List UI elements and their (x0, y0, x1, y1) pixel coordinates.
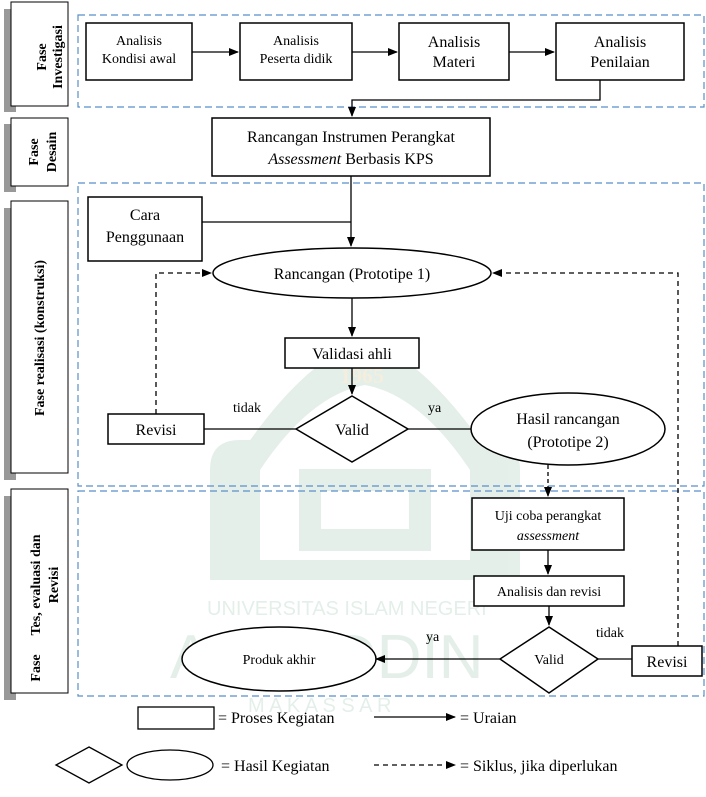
box-revisi-tes: Revisi (631, 645, 703, 677)
phase-realisasi-label: Fase realisasi (konstruksi) (33, 260, 48, 416)
phase-tes-line2: Revisi (47, 567, 62, 604)
phase-tes-prefix: Fase (29, 654, 44, 681)
label-tidak-tes: tidak (596, 626, 624, 641)
label-tidak-realisasi: tidak (233, 401, 261, 416)
frame-investigasi (77, 14, 705, 108)
legend-siklus-label: = Siklus, jika diperlukan (460, 758, 617, 775)
phase-tab-desain: Fase Desain (4, 117, 69, 192)
svg-text:Valid: Valid (335, 422, 369, 439)
frame-realisasi (77, 182, 705, 487)
box-uji-coba: Uji coba perangkat assessment (471, 497, 625, 551)
box-rancangan-instrumen: Rancangan Instrumen Perangkat Assessment… (211, 117, 491, 177)
svg-text:Produk akhir: Produk akhir (243, 653, 316, 668)
label-ya-realisasi: ya (428, 401, 442, 416)
svg-text:Rancangan Instrumen Perangkat: Rancangan Instrumen Perangkat (247, 129, 455, 146)
ellipse-rancangan-prototipe-1: Rancangan (Prototipe 1) (212, 247, 492, 299)
svg-text:Analisis: Analisis (428, 34, 480, 51)
label-ya-tes: ya (426, 630, 440, 645)
svg-text:Uji coba perangkat: Uji coba perangkat (495, 509, 602, 524)
svg-text:Penilaian: Penilaian (590, 54, 650, 71)
phase-tab-realisasi: Fase realisasi (konstruksi) (4, 200, 69, 480)
box-analisis-kondisi-awal: Analisis Kondisi awal (85, 22, 193, 81)
watermark-university: UNIVERSITAS ISLAM NEGERI (207, 598, 487, 620)
phase-investigasi-line1: Fase (35, 43, 50, 70)
box-analisis-penilaian: Analisis Penilaian (555, 22, 685, 81)
watermark-logo (210, 340, 520, 580)
diamond-valid-tes: Valid (498, 626, 600, 694)
svg-text:Cara: Cara (130, 207, 160, 224)
phase-desain-line2: Desain (45, 132, 60, 173)
legend-diamond-shape (54, 746, 124, 784)
svg-text:Hasil rancangan: Hasil rancangan (516, 411, 620, 428)
svg-text:Peserta didik: Peserta didik (260, 52, 333, 67)
diamond-valid-realisasi: Valid (294, 395, 410, 463)
svg-text:assessment: assessment (517, 529, 580, 544)
box-analisis-materi: Analisis Materi (398, 22, 510, 81)
phase-investigasi-line2: Investigasi (51, 25, 66, 89)
phase-tab-tes: Tes, evaluasi dan Revisi Fase (4, 488, 69, 700)
svg-text:Revisi: Revisi (647, 654, 688, 671)
box-cara-penggunaan: Cara Penggunaan (87, 196, 203, 262)
ellipse-produk-akhir: Produk akhir (181, 626, 377, 692)
svg-text:(Prototipe 2): (Prototipe 2) (527, 434, 608, 451)
svg-text:Revisi: Revisi (136, 422, 177, 439)
svg-text:Analisis dan revisi: Analisis dan revisi (497, 585, 601, 600)
svg-text:Materi: Materi (433, 54, 476, 71)
svg-text:Analisis: Analisis (273, 34, 319, 49)
box-analisis-dan-revisi: Analisis dan revisi (473, 575, 625, 607)
watermark-city: M A K A S S A R (248, 695, 391, 717)
legend-proses-label: = Proses Kegiatan (218, 710, 335, 727)
legend-rect-shape (137, 706, 215, 730)
phase-desain-line1: Fase (27, 138, 42, 165)
box-analisis-peserta-didik: Analisis Peserta didik (239, 22, 353, 81)
svg-text:Kondisi awal: Kondisi awal (102, 52, 176, 67)
phase-tab-investigasi: Fase Investigasi (4, 1, 69, 112)
svg-text:Penggunaan: Penggunaan (106, 229, 184, 246)
legend-uraian-label: = Uraian (460, 710, 517, 727)
ellipse-hasil-rancangan: Hasil rancangan (Prototipe 2) (470, 392, 666, 466)
svg-text:Valid: Valid (534, 653, 564, 668)
svg-text:Validasi ahli: Validasi ahli (312, 346, 392, 363)
legend-hasil-label: = Hasil Kegiatan (221, 758, 330, 775)
svg-text:Analisis: Analisis (116, 34, 162, 49)
legend-ellipse-shape (126, 749, 214, 781)
box-revisi-realisasi: Revisi (107, 413, 205, 445)
frame-tes (77, 490, 705, 697)
svg-text:Assessment Berbasis KPS: Assessment Berbasis KPS (267, 151, 433, 168)
svg-text:Analisis: Analisis (594, 34, 646, 51)
legend: = Proses Kegiatan = Uraian = Hasil Kegia… (54, 706, 617, 784)
phase-tes-line1: Tes, evaluasi dan (29, 534, 44, 635)
svg-text:Rancangan (Prototipe 1): Rancangan (Prototipe 1) (274, 266, 430, 283)
box-validasi-ahli: Validasi ahli (284, 337, 420, 369)
